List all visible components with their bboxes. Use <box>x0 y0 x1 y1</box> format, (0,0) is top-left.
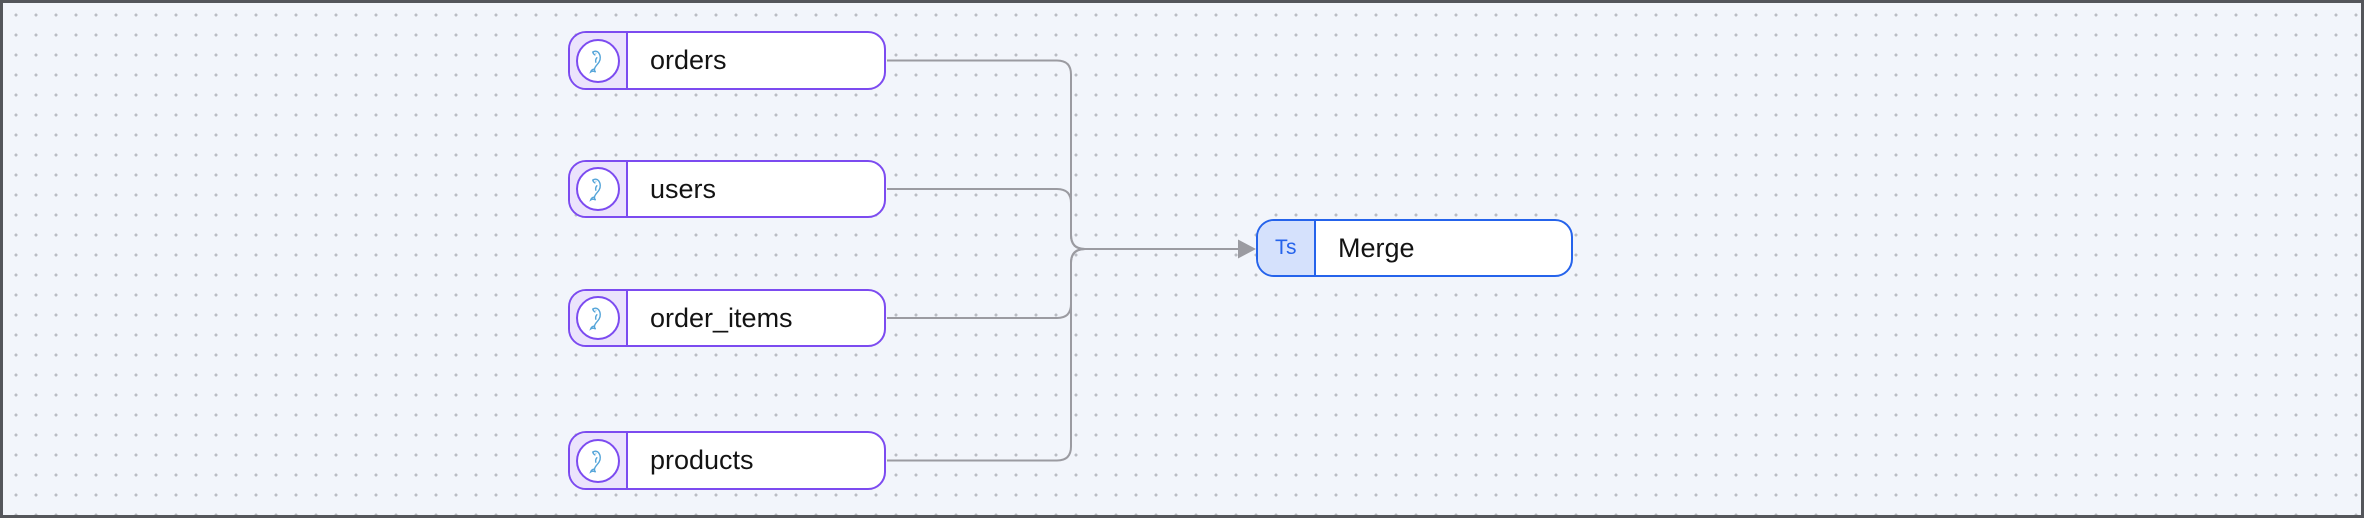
node-orders[interactable]: orders <box>568 31 886 90</box>
node-merge[interactable]: Ts Merge <box>1256 219 1573 277</box>
mysql-dolphin-icon <box>576 167 620 211</box>
node-order-items[interactable]: order_items <box>568 289 886 347</box>
edge-arrowhead-icon <box>1238 239 1256 259</box>
node-label: Merge <box>1338 232 1415 263</box>
edges-layer <box>887 59 1256 462</box>
mysql-dolphin-icon <box>576 438 620 483</box>
mysql-badge <box>570 433 628 488</box>
typescript-badge: Ts <box>1258 221 1316 275</box>
mysql-badge <box>570 291 628 345</box>
edge-users-to-merge[interactable] <box>887 188 1239 250</box>
mysql-dolphin-icon <box>576 296 620 340</box>
node-users[interactable]: users <box>568 160 886 218</box>
node-products[interactable]: products <box>568 431 886 490</box>
typescript-icon: Ts <box>1275 236 1297 259</box>
edge-orders-to-merge[interactable] <box>887 59 1239 250</box>
mysql-badge <box>570 33 628 88</box>
node-label: users <box>650 173 717 204</box>
node-label: products <box>650 445 754 475</box>
mysql-badge <box>570 162 628 216</box>
node-label: order_items <box>650 302 793 333</box>
edge-order-items-to-merge[interactable] <box>887 248 1239 319</box>
node-label: orders <box>650 45 727 75</box>
edge-products-to-merge[interactable] <box>887 248 1239 462</box>
mysql-dolphin-icon <box>576 38 620 83</box>
